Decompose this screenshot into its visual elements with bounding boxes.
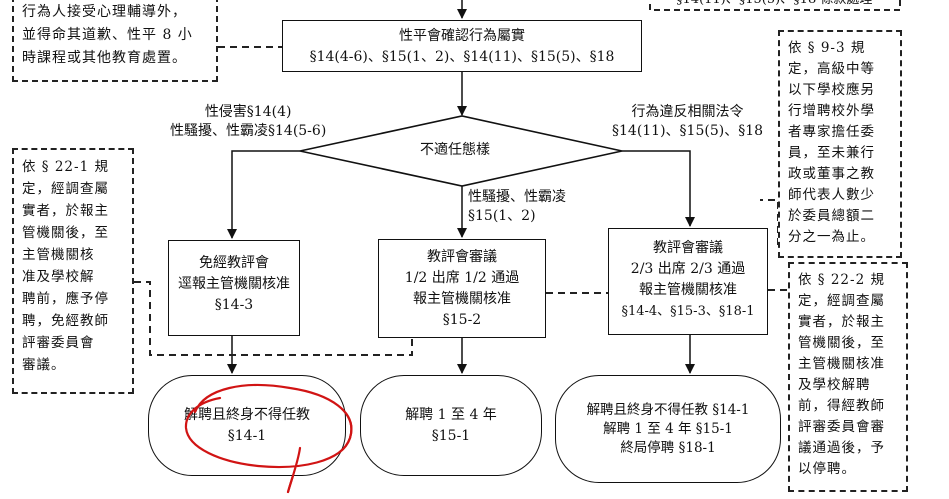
branch-right-line bbox=[622, 150, 695, 227]
note-top-left-line: 時課程或其他教育處置。 bbox=[22, 50, 187, 66]
branch-label-left: 性侵害§14(4) 性騷擾、性霸凌§14(5-6) bbox=[170, 104, 327, 139]
partial-top-right-box bbox=[649, 0, 901, 11]
top-right-partial-text: §14(11)、§15(5)、§18 條款處理 bbox=[676, 0, 872, 9]
process-box-half: 教評會審議 1/2 出席 1/2 通過 報主管機關核准 §15-2 bbox=[378, 239, 546, 338]
decision-label: 不適任態樣 bbox=[420, 142, 490, 158]
process-box-two-thirds: 教評會審議 2/3 出席 2/3 通過 報主管機關核准 §14-4、§15-3、… bbox=[608, 228, 768, 335]
note-top-left-line: 並得命其道歉、性平 8 小 bbox=[22, 27, 193, 43]
outcome-box-combined: 解聘且終身不得任教 §14-1 解聘 1 至 4 年 §15-1 終局停聘 §1… bbox=[555, 375, 781, 483]
confirm-box: 性平會確認行為屬實 §14(4-6)、§15(1、2)、§14(11)、§15(… bbox=[282, 20, 642, 72]
branch-label-middle: 性騷擾、性霸凌 §15(1、2) bbox=[468, 189, 566, 224]
confirm-title: 性平會確認行為屬實 bbox=[399, 28, 525, 44]
note-top-left-line: 行為人接受心理輔導外， bbox=[22, 4, 187, 20]
branch-label-right: 行為違反相關法令 §14(11)、§15(5)、§18 bbox=[612, 104, 764, 139]
dashed-note-left-to-proc1 bbox=[134, 281, 413, 356]
branch-left-line bbox=[227, 150, 300, 239]
note-right-bottom: 依 § 22-2 規 定，經調查屬 實者，於報主 管機關後，至 主管機關核准 及… bbox=[788, 262, 908, 492]
outcome-box-dismiss-1-4: 解聘 1 至 4 年 §15-1 bbox=[360, 375, 542, 476]
note-top-left: ⋯⋯⋯⋯⋯⋯⋯⋯ 行為人接受心理輔導外， 並得命其道歉、性平 8 小 時課程或其… bbox=[12, 0, 218, 82]
note-left: 依 § 22-1 規 定，經調查屬 實者，於報主 管機關後，至 主管機關核 准及… bbox=[12, 148, 134, 394]
note-right-top: 依 § 9-3 規 定，高級中等 以下學校應另 行增聘校外學 者專家擔任委 員，… bbox=[778, 30, 902, 258]
process-box-exempt: 免經教評會 逕報主管機關核准 §14-3 bbox=[168, 240, 300, 336]
outcome-box-lifetime-ban: 解聘且終身不得任教 §14-1 bbox=[148, 375, 346, 476]
decision-diamond bbox=[299, 115, 623, 187]
confirm-sections: §14(4-6)、§15(1、2)、§14(11)、§15(5)、§18 bbox=[309, 49, 615, 65]
